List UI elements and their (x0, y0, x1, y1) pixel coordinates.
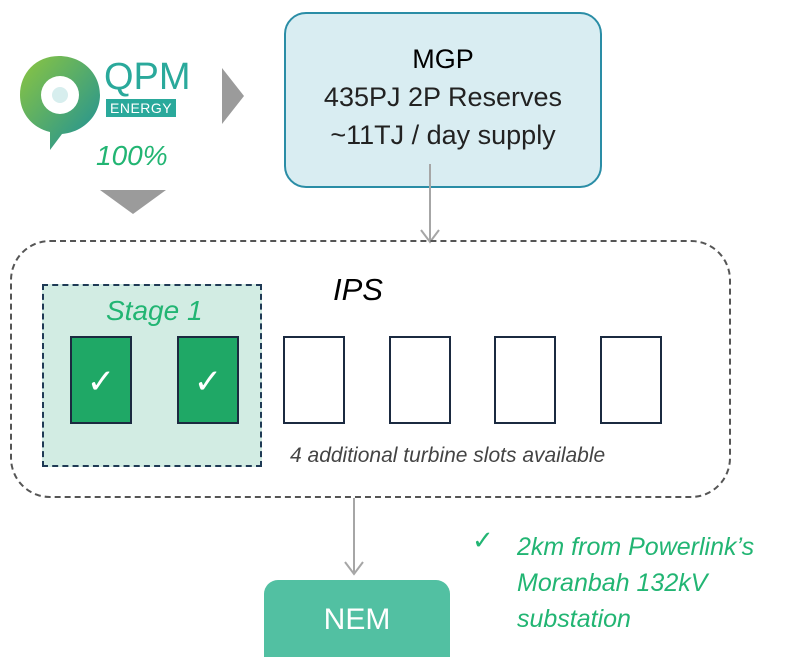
check-icon: ✓ (472, 526, 494, 556)
note-line: 2km from Powerlink’s (517, 533, 755, 561)
slots-note: 4 additional turbine slots available (290, 444, 606, 467)
ips-container (10, 240, 731, 498)
note-line: substation (517, 605, 631, 633)
note-line: Moranbah 132kV (517, 569, 708, 597)
turbine-slot-6 (600, 336, 662, 424)
ownership-percent: 100% (96, 140, 168, 171)
turbine-slot-1: ✓ (70, 336, 132, 424)
mgp-supply: ~11TJ / day supply (330, 120, 556, 150)
logo-brand-text: QPM (104, 56, 191, 98)
turbine-slot-4 (389, 336, 451, 424)
mgp-reserves: 435PJ 2P Reserves (323, 82, 563, 112)
check-icon: ✓ (193, 362, 223, 402)
turbine-slot-5 (494, 336, 556, 424)
mgp-title: MGP (412, 44, 474, 74)
arrow-right-icon (222, 68, 244, 124)
stage1-label: Stage 1 (106, 295, 203, 326)
logo-energy-badge: ENERGY (106, 99, 177, 117)
turbine-slot-3 (283, 336, 345, 424)
check-icon: ✓ (86, 362, 116, 402)
substation-note: 2km from Powerlink’s Moranbah 132kV subs… (517, 529, 754, 637)
nem-box: NEM (264, 580, 450, 657)
arrow-down-icon (100, 190, 166, 214)
qpm-logo-mark (20, 56, 100, 150)
mgp-box: MGP 435PJ 2P Reserves ~11TJ / day supply (284, 12, 602, 188)
turbine-slot-2: ✓ (177, 336, 239, 424)
ips-label: IPS (333, 272, 383, 307)
